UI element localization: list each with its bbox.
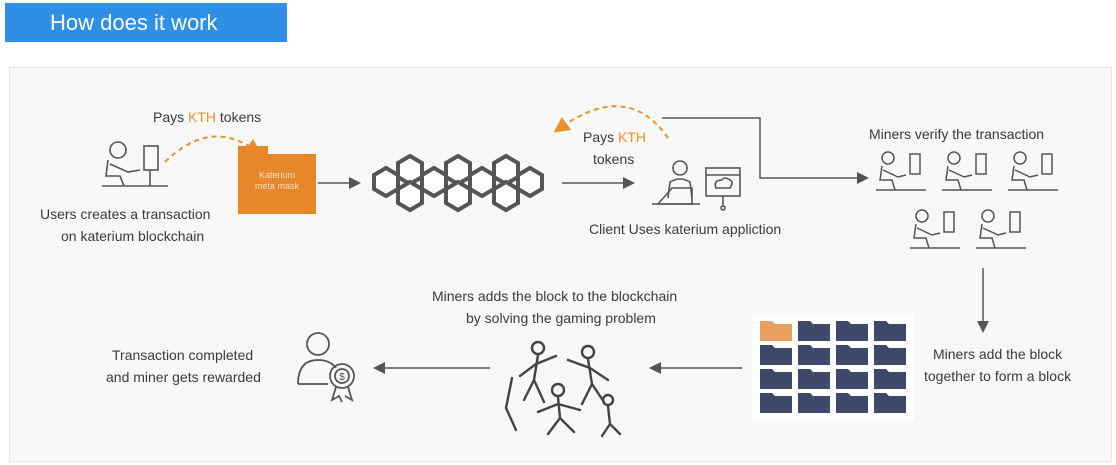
folder-tab xyxy=(760,345,775,348)
pays-label-right: Pays KTH xyxy=(583,129,647,145)
page-title: How does it work xyxy=(5,3,287,42)
folder-block xyxy=(836,324,868,341)
folder-block xyxy=(836,348,868,365)
arrow-client-to-miners xyxy=(662,117,869,184)
completed-label-line2: and miner gets rewarded xyxy=(106,369,261,385)
folder-tab xyxy=(798,321,813,324)
folder-tab xyxy=(760,393,775,396)
folder-block xyxy=(760,348,792,365)
folder-block xyxy=(798,396,830,413)
metamask-label-line1: Katerium xyxy=(258,170,295,180)
metamask-folder-icon: Katerium meta mask xyxy=(238,154,316,214)
folder-tab xyxy=(798,393,813,396)
miner-desk-icon xyxy=(942,151,992,191)
folder-block xyxy=(760,324,792,341)
block-folders-icon xyxy=(752,313,914,421)
folder-block xyxy=(874,396,906,413)
miner-desk-icon xyxy=(976,209,1026,249)
miners-add-label-line2: together to form a block xyxy=(924,368,1072,384)
completed-label-line1: Transaction completed xyxy=(112,347,254,363)
folder-block xyxy=(874,372,906,389)
folder-tab xyxy=(760,369,775,372)
users-label-line2: on katerium blockchain xyxy=(61,228,205,244)
folder-block xyxy=(760,372,792,389)
folder-tab xyxy=(874,369,889,372)
blockchain-cubes-icon xyxy=(372,153,544,213)
folder-tab xyxy=(836,345,851,348)
miner-desk-icon xyxy=(1008,151,1058,191)
folder-tab xyxy=(798,345,813,348)
pay-arrow-left xyxy=(164,135,262,163)
miner-desk-icon xyxy=(876,151,926,191)
pays-label-right-line2: tokens xyxy=(593,151,635,167)
folder-tab xyxy=(836,369,851,372)
user-desk-icon xyxy=(102,141,168,187)
miner-desk-icon xyxy=(910,209,960,249)
pay-arrow-right xyxy=(553,105,669,139)
folder-tab xyxy=(760,321,775,324)
folder-block xyxy=(760,396,792,413)
folder-block xyxy=(874,348,906,365)
reward-user-icon: $ xyxy=(297,332,355,403)
folder-block xyxy=(798,348,830,365)
svg-text:$: $ xyxy=(339,372,345,383)
folder-tab xyxy=(874,393,889,396)
folder-block xyxy=(798,372,830,389)
client-laptop-icon xyxy=(652,160,741,211)
metamask-folder-tab xyxy=(238,146,268,156)
folder-block xyxy=(874,324,906,341)
miners-chain-label-line1: Miners adds the block to the blockchain xyxy=(432,288,678,304)
folder-block xyxy=(798,324,830,341)
folder-tab xyxy=(874,321,889,324)
users-label-line1: Users creates a transaction xyxy=(40,206,211,222)
team-puzzle-icon xyxy=(504,340,622,438)
folder-tab xyxy=(836,393,851,396)
folder-block xyxy=(836,396,868,413)
metamask-label-line2: meta mask xyxy=(254,181,299,191)
folder-block xyxy=(836,372,868,389)
client-label: Client Uses katerium appliction xyxy=(589,221,782,237)
miners-add-label-line1: Miners add the block xyxy=(933,346,1063,362)
miners-verify-label: Miners verify the transaction xyxy=(869,126,1045,142)
miners-group-icon xyxy=(876,151,1058,249)
folder-tab xyxy=(874,345,889,348)
pays-label-left: Pays KTH tokens xyxy=(153,109,262,125)
miners-chain-label-line2: by solving the gaming problem xyxy=(466,310,656,326)
folder-tab xyxy=(836,321,851,324)
folder-tab xyxy=(798,369,813,372)
